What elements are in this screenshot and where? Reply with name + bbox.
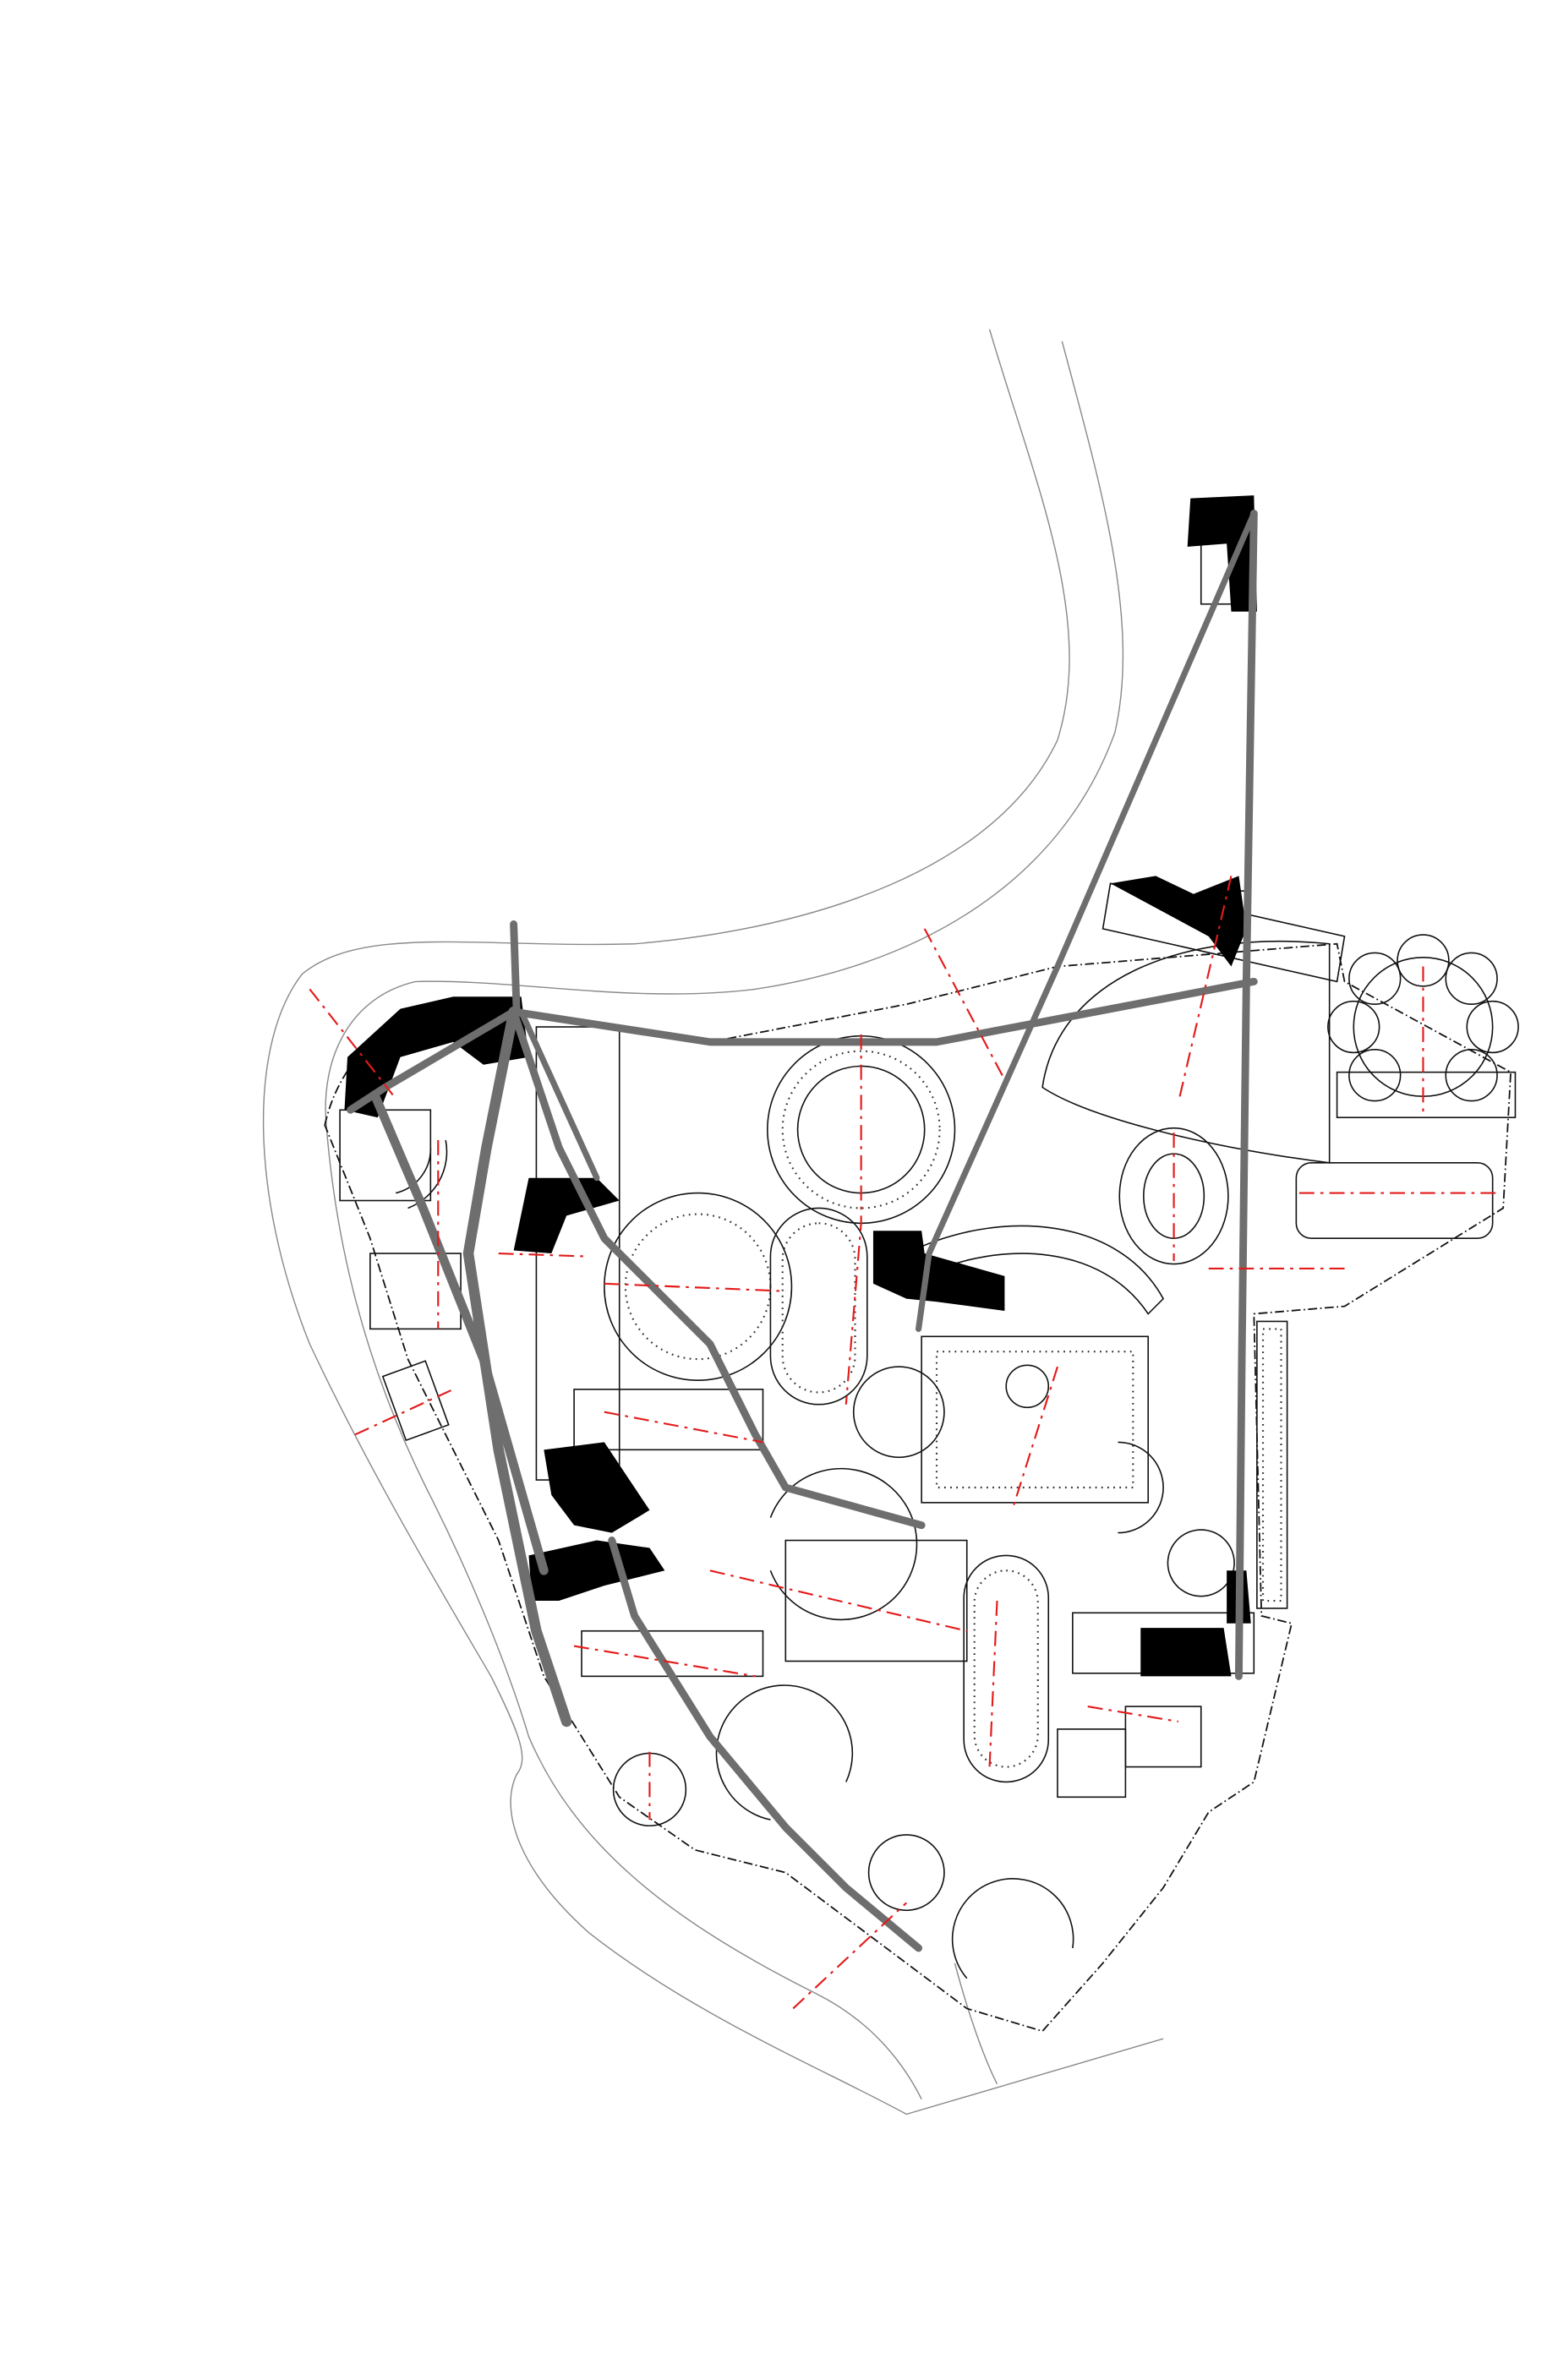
circus-south bbox=[963, 1554, 1050, 1783]
axis bbox=[354, 1388, 454, 1436]
colonnade bbox=[781, 1050, 941, 1209]
round-court-centre bbox=[852, 1366, 945, 1459]
exedra-east bbox=[1118, 1441, 1164, 1534]
long-colonnade-east bbox=[1256, 1320, 1288, 1609]
long-hall bbox=[1101, 882, 1346, 983]
axis bbox=[309, 988, 394, 1096]
river-banks bbox=[262, 329, 1164, 2115]
axis bbox=[498, 1252, 590, 1258]
amphitheatre-oval bbox=[1118, 1127, 1229, 1265]
portico-east bbox=[1336, 1071, 1517, 1119]
solid-blocks bbox=[344, 495, 1257, 1677]
theatre-south bbox=[715, 1684, 854, 1820]
colonnade bbox=[1261, 1328, 1282, 1602]
axis bbox=[988, 1600, 998, 1767]
colonnade bbox=[781, 1222, 856, 1394]
route-east bbox=[1234, 510, 1258, 1680]
axis bbox=[1011, 1366, 1058, 1511]
route-northwest bbox=[347, 1007, 518, 1114]
forum-tholos bbox=[1005, 1364, 1050, 1409]
palace-complex bbox=[784, 1539, 968, 1662]
axis bbox=[709, 1569, 967, 1632]
stepped-block bbox=[381, 1360, 450, 1442]
axis bbox=[923, 928, 1006, 1081]
basilica-east bbox=[1295, 1162, 1494, 1239]
red-axes bbox=[309, 876, 1496, 2010]
chapel-east bbox=[1124, 1706, 1202, 1768]
route-link bbox=[517, 1008, 600, 1182]
axis bbox=[604, 1282, 786, 1292]
forum-colonnade bbox=[935, 1351, 1134, 1489]
route-spur-north bbox=[510, 920, 521, 1016]
rotunda-chapels bbox=[1327, 934, 1519, 1102]
route-diagonal bbox=[915, 510, 1257, 1332]
small-rotunda bbox=[1167, 1529, 1235, 1597]
quatrefoil-hall bbox=[867, 1834, 945, 1912]
theatre-southeast bbox=[951, 1878, 1074, 1979]
axis bbox=[1177, 876, 1233, 1103]
route-south bbox=[608, 1537, 923, 1952]
route-far-west bbox=[369, 1090, 549, 1575]
axis bbox=[604, 1411, 763, 1444]
river-bank-outer bbox=[262, 329, 1164, 2115]
block-southeast bbox=[1057, 1728, 1127, 1799]
routes bbox=[347, 510, 1258, 1952]
axis bbox=[1087, 1706, 1179, 1723]
colonnade bbox=[973, 1569, 1039, 1768]
theatre-west bbox=[769, 1467, 918, 1621]
axis bbox=[792, 1902, 907, 2010]
river-bank-inner bbox=[325, 341, 1124, 2099]
axis bbox=[845, 1034, 862, 1405]
route-central bbox=[510, 1007, 926, 1530]
route-north bbox=[510, 977, 1258, 1046]
fan-theatre bbox=[1041, 941, 1331, 1164]
round-court-west bbox=[604, 1192, 793, 1381]
stoa-west bbox=[573, 1389, 764, 1451]
canal-line bbox=[954, 1962, 998, 2085]
forum-court bbox=[921, 1335, 1150, 1504]
axis bbox=[573, 1645, 756, 1678]
circus-north bbox=[769, 1207, 868, 1406]
curved-stoa bbox=[905, 1225, 1165, 1315]
